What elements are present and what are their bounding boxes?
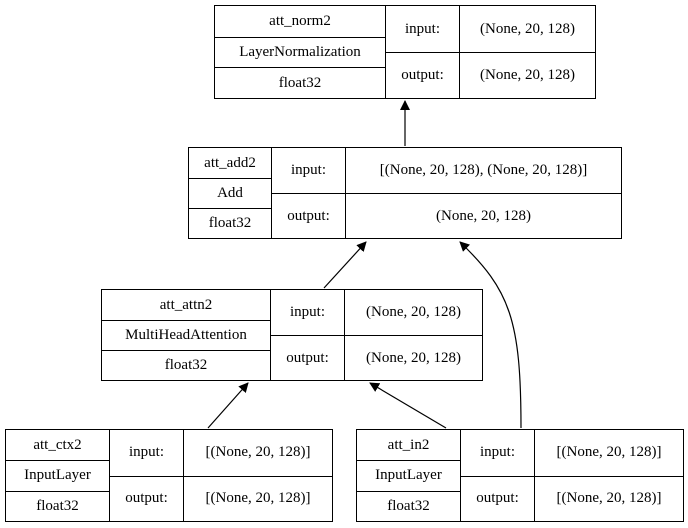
node-att-add2: att_add2 Add float32 input: output: [(No… xyxy=(188,147,622,239)
output-label: output: xyxy=(271,335,344,380)
input-label: input: xyxy=(404,20,440,37)
node-info: att_norm2 LayerNormalization float32 xyxy=(215,6,385,98)
layer-dtype: float32 xyxy=(357,490,460,521)
node-info: att_attn2 MultiHeadAttention float32 xyxy=(102,290,270,380)
io-labels: input: output: xyxy=(385,6,459,98)
layer-name: att_add2 xyxy=(204,154,256,171)
io-labels: input: output: xyxy=(109,430,183,521)
io-shapes: (None, 20, 128) (None, 20, 128) xyxy=(344,290,482,380)
output-label: output: xyxy=(461,475,534,522)
output-label: output: xyxy=(272,193,345,238)
output-shape: (None, 20, 128) xyxy=(460,52,595,98)
layer-class: LayerNormalization xyxy=(215,36,385,68)
layer-class: Add xyxy=(189,178,271,208)
layer-dtype: float32 xyxy=(215,67,385,98)
node-info: att_in2 InputLayer float32 xyxy=(357,430,460,521)
output-label: output: xyxy=(386,52,459,98)
io-labels: input: output: xyxy=(271,148,345,238)
node-att-norm2: att_norm2 LayerNormalization float32 inp… xyxy=(214,5,596,99)
io-shapes: [(None, 20, 128)] [(None, 20, 128)] xyxy=(183,430,332,521)
io-shapes: [(None, 20, 128)] [(None, 20, 128)] xyxy=(534,430,683,521)
io-labels: input: output: xyxy=(270,290,344,380)
input-shape: (None, 20, 128) xyxy=(480,20,575,37)
node-att-in2: att_in2 InputLayer float32 input: output… xyxy=(356,429,684,522)
input-shape: [(None, 20, 128)] xyxy=(205,444,311,461)
input-label: input: xyxy=(290,162,326,178)
input-label: input: xyxy=(128,444,164,461)
layer-dtype: float32 xyxy=(189,208,271,238)
io-shapes: (None, 20, 128) (None, 20, 128) xyxy=(459,6,595,98)
layer-name: att_ctx2 xyxy=(33,436,82,453)
edge-att-in2-to-att-attn2 xyxy=(369,382,447,429)
output-shape: (None, 20, 128) xyxy=(346,193,621,238)
output-shape: [(None, 20, 128)] xyxy=(184,475,332,522)
input-shape: [(None, 20, 128), (None, 20, 128)] xyxy=(379,162,588,178)
edge-att-ctx2-to-att-attn2 xyxy=(207,382,249,429)
edge-att-attn2-to-att-add2 xyxy=(323,241,367,289)
output-shape: (None, 20, 128) xyxy=(345,335,482,380)
io-shapes: [(None, 20, 128), (None, 20, 128)] (None… xyxy=(345,148,621,238)
input-label: input: xyxy=(289,304,325,320)
input-shape: [(None, 20, 128)] xyxy=(556,444,662,461)
output-label: output: xyxy=(110,475,183,522)
node-att-ctx2: att_ctx2 InputLayer float32 input: outpu… xyxy=(5,429,333,522)
layer-class: InputLayer xyxy=(357,460,460,490)
edge-att-in2-to-att-add2 xyxy=(459,241,522,429)
layer-dtype: float32 xyxy=(6,490,109,521)
layer-class: MultiHeadAttention xyxy=(102,320,270,350)
output-shape: [(None, 20, 128)] xyxy=(535,475,683,522)
layer-name: att_attn2 xyxy=(159,296,213,313)
node-info: att_add2 Add float32 xyxy=(189,148,271,238)
layer-class: InputLayer xyxy=(6,460,109,490)
io-labels: input: output: xyxy=(460,430,534,521)
node-att-attn2: att_attn2 MultiHeadAttention float32 inp… xyxy=(101,289,483,381)
layer-dtype: float32 xyxy=(102,350,270,380)
input-shape: (None, 20, 128) xyxy=(366,304,461,320)
layer-name: att_in2 xyxy=(387,436,430,453)
input-label: input: xyxy=(479,444,515,461)
node-info: att_ctx2 InputLayer float32 xyxy=(6,430,109,521)
layer-name: att_norm2 xyxy=(269,12,331,29)
